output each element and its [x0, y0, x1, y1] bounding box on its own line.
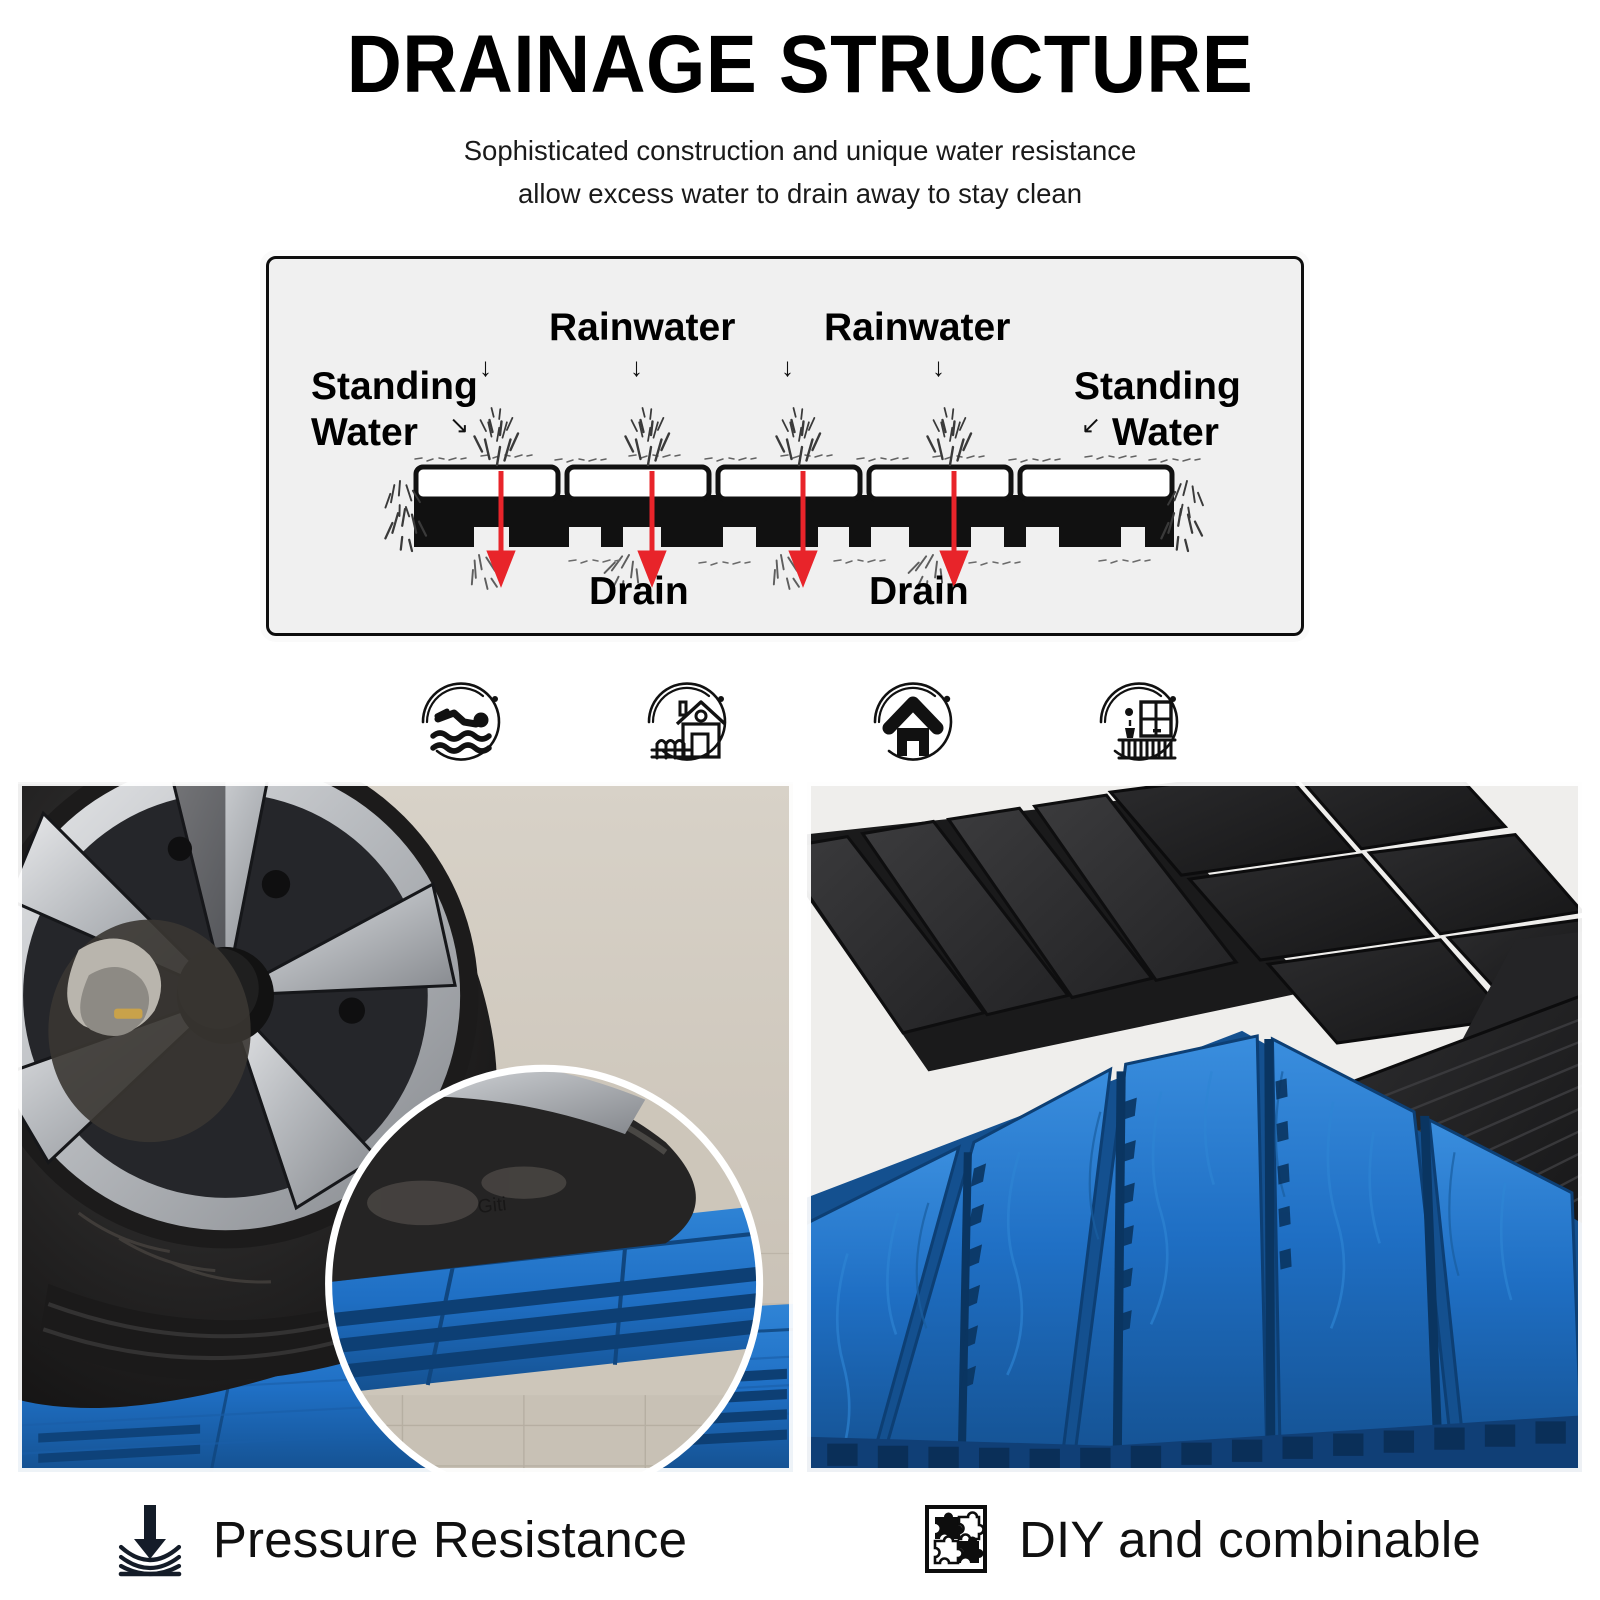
diagram-label-standing-water-right: Standing Water — [1074, 364, 1241, 456]
standing-right-line-2: Water — [1112, 411, 1219, 455]
diagram-label-rainwater-right: Rainwater — [824, 306, 1011, 349]
diagram-label-drain-left: Drain — [589, 570, 689, 613]
feature-diy-combinable: DIY and combinable — [800, 1478, 1600, 1600]
diagram-label-rainwater-left: Rainwater — [549, 306, 736, 349]
standing-right-line-1: Standing — [1074, 365, 1241, 408]
standing-left-line-1: Standing — [311, 365, 478, 408]
rain-splash-plumes — [473, 407, 973, 467]
garden-house-icon — [637, 672, 737, 772]
usage-scenario-icon-row — [0, 672, 1600, 772]
page-title: DRAINAGE STRUCTURE — [346, 19, 1254, 110]
car-wheel-on-blue-tiles-photo: Giti — [18, 782, 793, 1472]
rain-arrow-glyph-1: ↓ — [479, 352, 492, 382]
standing-left-line-2: Water — [311, 411, 418, 455]
rain-arrow-glyph-2: ↓ — [630, 352, 643, 382]
svg-text:Giti: Giti — [477, 1194, 508, 1218]
standing-left-arrow-glyph: ↘ — [449, 412, 470, 439]
diagram-label-standing-water-left: Standing Water — [311, 364, 478, 456]
tile-feet — [414, 527, 1174, 547]
feature-label: DIY and combinable — [1019, 1510, 1481, 1568]
drain-arrows — [486, 471, 969, 588]
alloy-wheel-rim — [18, 782, 479, 1249]
feature-row: Pressure Resistance DIY and combinable — [0, 1478, 1600, 1600]
subtitle-line-1: Sophisticated construction and unique wa… — [463, 135, 1137, 167]
rain-arrow-glyph-3: ↓ — [781, 352, 794, 382]
product-photo-row: Giti — [0, 782, 1600, 1472]
tile-tops — [413, 464, 1175, 502]
diagram-inner: Rainwater Rainwater Standing Water Stand… — [269, 259, 1301, 633]
magnifier-callout: Giti — [325, 1064, 764, 1472]
drainage-cross-section-graphic — [382, 407, 1206, 596]
rain-arrow-glyph-4: ↓ — [932, 352, 945, 382]
home-icon — [863, 672, 963, 772]
diagram-label-drain-right: Drain — [869, 570, 969, 613]
drainage-diagram-panel: Rainwater Rainwater Standing Water Stand… — [266, 256, 1304, 636]
feature-label: Pressure Resistance — [212, 1510, 688, 1568]
page-header: DRAINAGE STRUCTURE Sophisticated constru… — [0, 0, 1600, 215]
page-subtitle: Sophisticated construction and unique wa… — [0, 130, 1600, 215]
standing-right-arrow-glyph: ↙ — [1081, 412, 1102, 439]
subtitle-line-2: allow excess water to drain away to stay… — [517, 177, 1083, 209]
swimming-pool-icon — [411, 672, 511, 772]
balcony-icon — [1089, 672, 1189, 772]
blue-woodgrain-tiles — [807, 1030, 1582, 1472]
feature-pressure-resistance: Pressure Resistance — [0, 1478, 800, 1600]
pressure-arrow-icon — [113, 1499, 187, 1579]
black-and-blue-tiles-photo — [807, 782, 1582, 1472]
puzzle-pieces-icon — [919, 1499, 993, 1579]
